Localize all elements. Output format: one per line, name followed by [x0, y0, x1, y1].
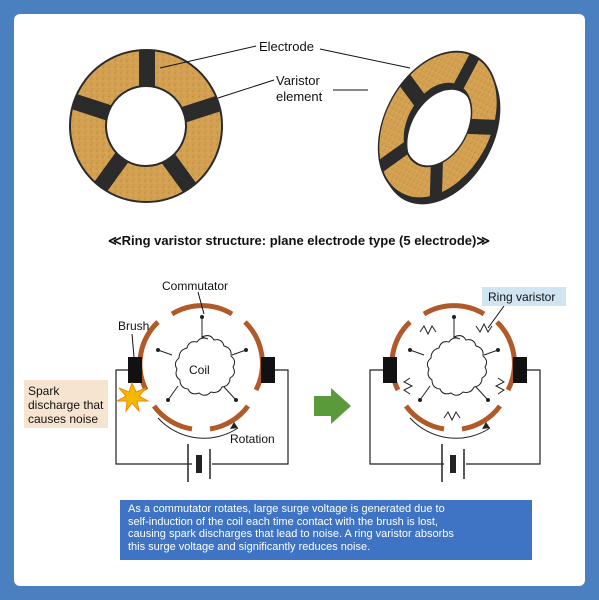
flat-ring-varistor	[69, 49, 223, 203]
battery-icon	[441, 444, 465, 482]
description-line-2: self-induction of the coil each time con…	[128, 515, 438, 528]
description-line-1: As a commutator rotates, large surge vol…	[128, 503, 445, 515]
ring-varistor-label-box	[482, 287, 566, 306]
commutator-label: Commutator	[162, 279, 228, 293]
rotation-arrow	[157, 417, 239, 439]
spark-label-line-2: discharge that	[28, 398, 104, 412]
description-line-4: this surge voltage and significantly red…	[128, 540, 371, 553]
right-brush	[261, 357, 275, 383]
brush-label: Brush	[118, 319, 149, 333]
commutator-segments	[137, 303, 265, 432]
electrode-label: Electrode	[259, 39, 314, 54]
left-brush	[383, 357, 397, 383]
perspective-ring-varistor	[377, 50, 501, 205]
coil-label: Coil	[189, 363, 210, 377]
top-leader-lines	[159, 45, 411, 99]
spark-label-line-3: causes noise	[28, 412, 98, 426]
spark-icon	[115, 381, 150, 413]
right-motor-circuit	[369, 303, 541, 482]
description-box: As a commutator rotates, large surge vol…	[120, 500, 532, 560]
rotation-label: Rotation	[230, 432, 275, 446]
varistor-element-label-2: element	[276, 89, 323, 104]
left-motor-circuit	[115, 303, 289, 482]
right-arrow-icon	[314, 388, 351, 424]
ring-varistor-resistors	[403, 322, 505, 422]
right-brush	[513, 357, 527, 383]
varistor-element-label-1: Varistor	[276, 73, 320, 88]
rotation-arrow	[409, 417, 491, 439]
left-brush	[128, 357, 142, 383]
structure-caption: ≪Ring varistor structure: plane electrod…	[108, 233, 490, 248]
spark-label-box	[24, 380, 108, 428]
ring-varistor-label: Ring varistor	[488, 290, 555, 304]
battery-icon	[187, 444, 211, 482]
description-line-3: causing spark discharges that lead to no…	[128, 528, 454, 541]
spark-label-line-1: Spark	[28, 384, 60, 398]
